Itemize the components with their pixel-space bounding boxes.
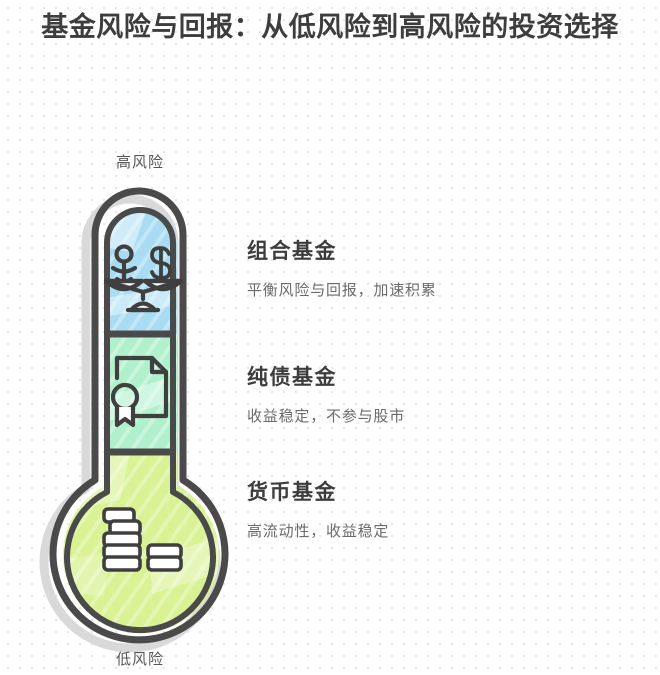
label-high-risk: 高风险 [115, 155, 164, 171]
legend-item-combination-fund: 组合基金 平衡风险与回报，加速积累 [247, 235, 647, 300]
legend-item-money-market-fund: 货币基金 高流动性，收益稳定 [247, 476, 647, 541]
legend-item-description: 高流动性，收益稳定 [247, 524, 390, 540]
label-low-risk: 低风险 [115, 652, 164, 668]
thermometer-shadow [39, 194, 221, 653]
coin-stack-icon [102, 507, 183, 572]
thermometer-graphic: 高风险 低风险 [0, 0, 300, 675]
legend-item-description: 平衡风险与回报，加速积累 [247, 283, 437, 299]
page-title: 基金风险与回报：从低风险到高风险的投资选择 [41, 12, 619, 42]
thermometer-inner-wall [64, 207, 216, 634]
legend-item-title: 纯债基金 [247, 365, 337, 389]
legend-item-title: 组合基金 [247, 239, 337, 263]
legend-item-description: 收益稳定，不参与股市 [247, 409, 406, 425]
legend-item-pure-bond-fund: 纯债基金 收益稳定，不参与股市 [247, 361, 647, 426]
balance-scale-icon [103, 244, 184, 313]
legend-item-title: 货币基金 [247, 480, 337, 504]
thermometer-outer-wall [49, 187, 229, 644]
thermometer-svg [39, 187, 229, 653]
certificate-document-icon [110, 355, 169, 428]
